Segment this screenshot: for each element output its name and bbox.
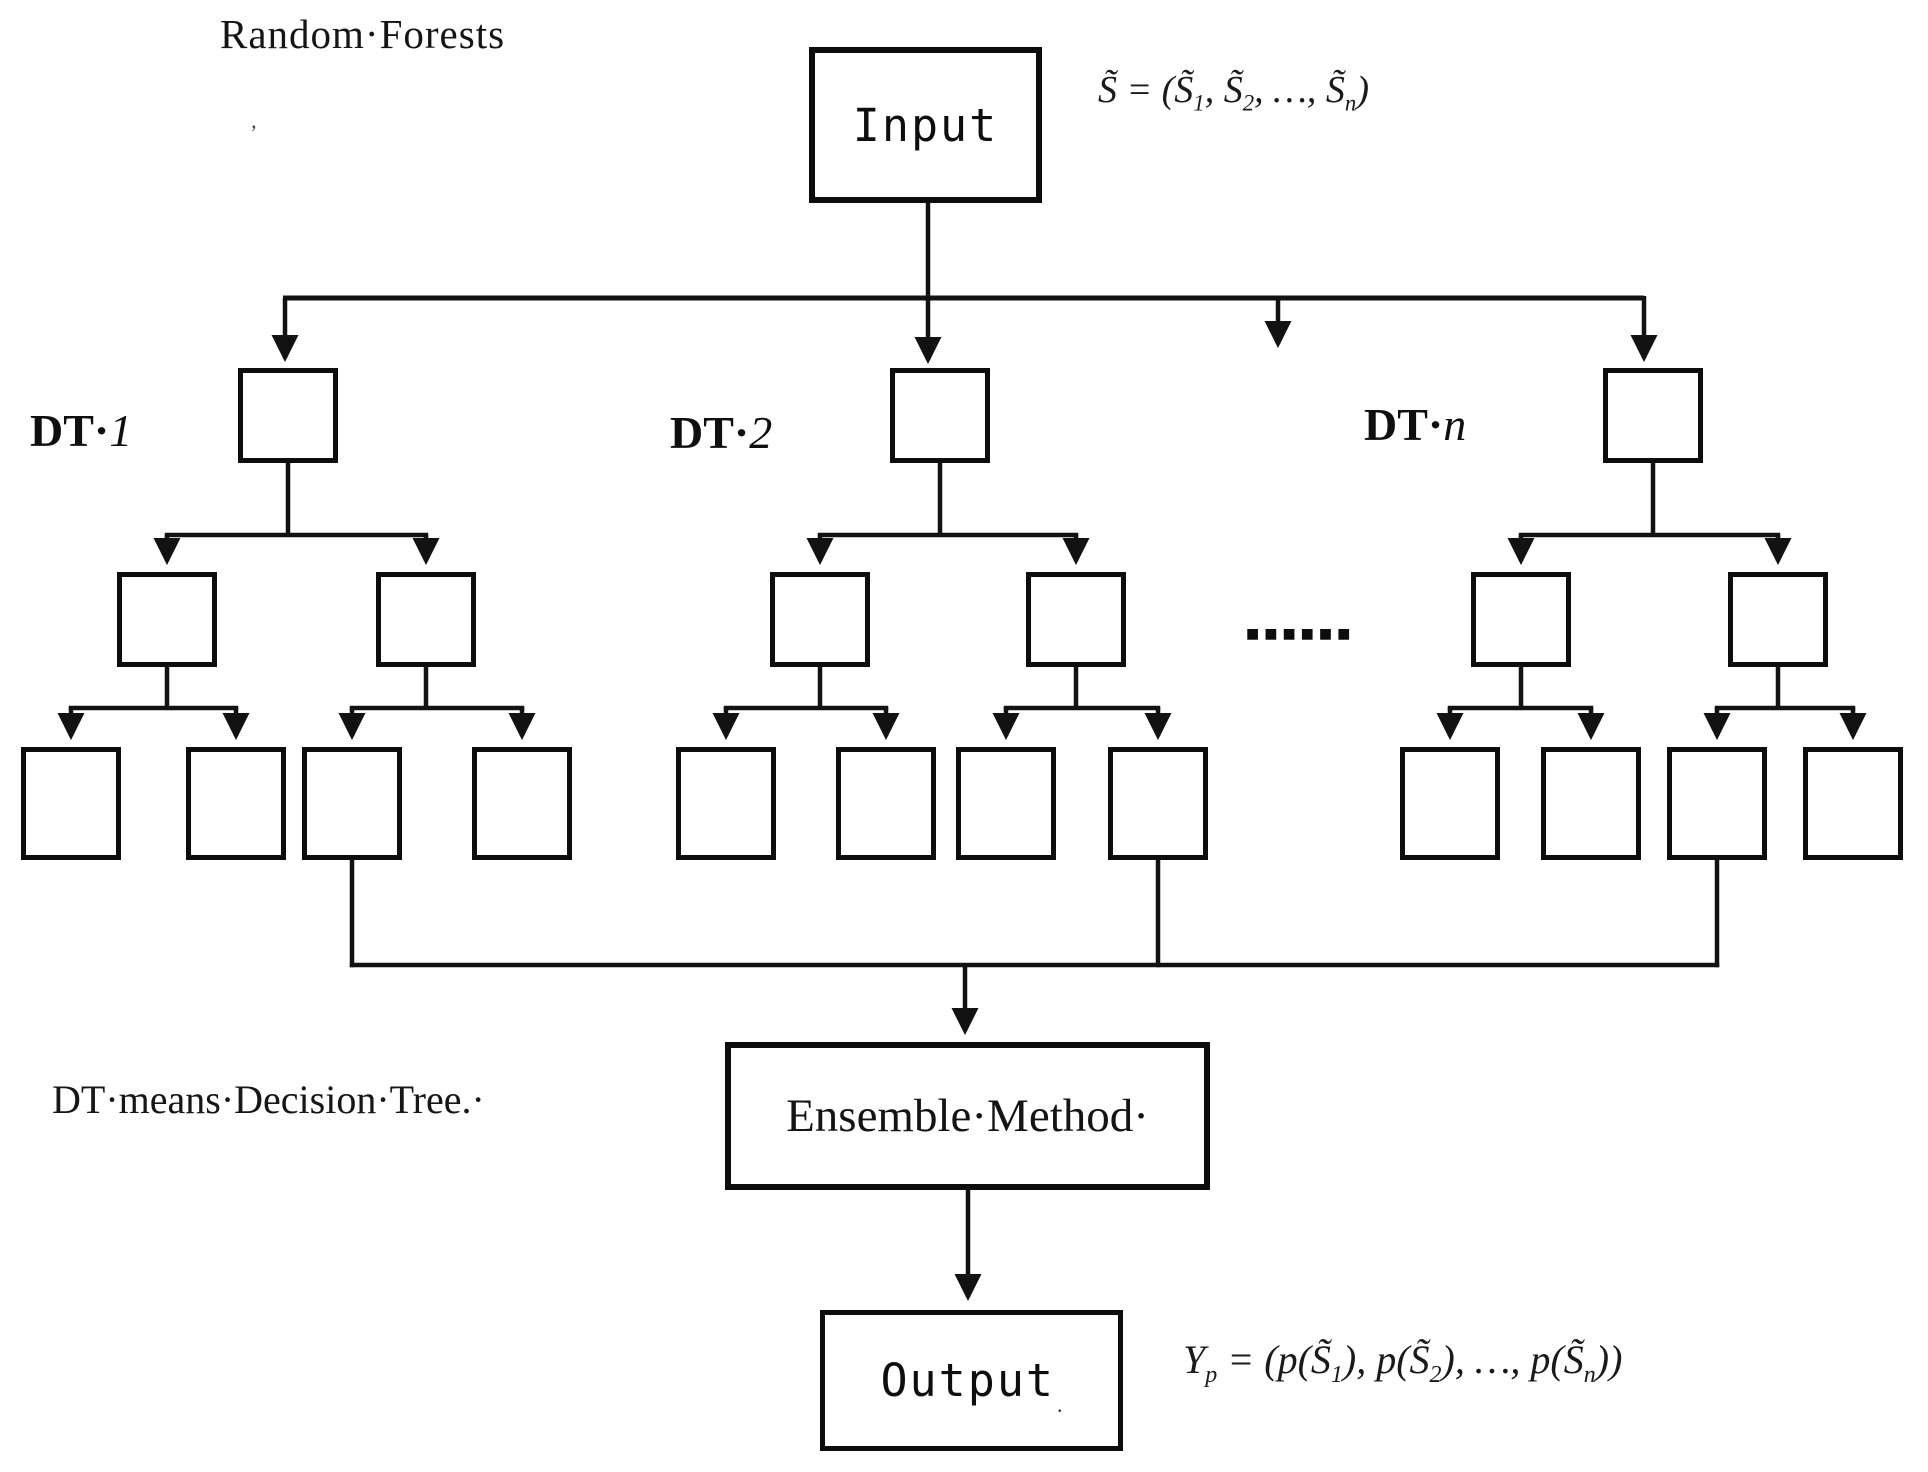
dtn-child-left-node bbox=[1471, 572, 1571, 667]
legend-note: DT·means·Decision·Tree.· bbox=[52, 1077, 485, 1122]
stray-mark: ’ bbox=[250, 120, 258, 145]
input-box-label: Input bbox=[852, 98, 999, 152]
dtn-label-index: n bbox=[1443, 399, 1467, 450]
output-box: Output . bbox=[820, 1310, 1123, 1451]
page-title: Random·Forests bbox=[220, 11, 506, 57]
dt1-leaf-1-node bbox=[21, 747, 121, 860]
dt2-child-right-node bbox=[1026, 572, 1126, 667]
dt1-label: DT·1 bbox=[30, 404, 132, 457]
dt2-child-left-node bbox=[770, 572, 870, 667]
dtn-leaf-4-node bbox=[1803, 747, 1903, 860]
collector-lines bbox=[349, 860, 1720, 1036]
dt1-root-node bbox=[238, 368, 338, 463]
dtn-leaf-3-node bbox=[1667, 747, 1767, 860]
dtn-leaf-2-node bbox=[1541, 747, 1641, 860]
dt2-leaf-4-node bbox=[1108, 747, 1208, 860]
dt2-label: DT·2 bbox=[670, 406, 772, 459]
dtn-root-node bbox=[1603, 368, 1703, 463]
ensemble-method-box: Ensemble·Method· bbox=[725, 1042, 1210, 1190]
output-set-formula: Yp = (p(S̃1), p(S̃2), …, p(S̃n)) bbox=[1183, 1337, 1623, 1388]
dtn-label: DT·n bbox=[1364, 398, 1466, 451]
dt1-leaf-2-node bbox=[186, 747, 286, 860]
input-set-formula: S̃ = (S̃1, S̃2, …, S̃n) bbox=[1098, 69, 1369, 116]
dt2-label-index: 2 bbox=[749, 407, 773, 458]
dt1-child-left-node bbox=[117, 572, 217, 667]
ensemble-method-label: Ensemble·Method· bbox=[786, 1090, 1149, 1142]
dt2-label-prefix: DT· bbox=[670, 407, 750, 458]
input-box: Input bbox=[809, 47, 1042, 203]
dtn-child-right-node bbox=[1728, 572, 1828, 667]
dtn-label-prefix: DT· bbox=[1364, 399, 1444, 450]
dt2-leaf-1-node bbox=[676, 747, 776, 860]
output-trailing-dot: . bbox=[1057, 1392, 1063, 1417]
output-box-label: Output bbox=[880, 1354, 1056, 1407]
dt2-leaf-3-node bbox=[956, 747, 1056, 860]
dt2-leaf-2-node bbox=[836, 747, 936, 860]
dt2-branches bbox=[712, 463, 1172, 741]
dt1-leaf-3-node bbox=[302, 747, 402, 860]
dt1-label-index: 1 bbox=[109, 405, 133, 456]
dtn-branches bbox=[1436, 463, 1867, 741]
dtn-leaf-1-node bbox=[1400, 747, 1500, 860]
dt1-leaf-4-node bbox=[472, 747, 572, 860]
ellipsis-dots: ■■■■■■ bbox=[1246, 626, 1356, 642]
distribution-rail bbox=[271, 295, 1658, 363]
dt2-root-node bbox=[890, 368, 990, 463]
dt1-label-prefix: DT· bbox=[30, 405, 110, 456]
dt1-child-right-node bbox=[376, 572, 476, 667]
dt1-branches bbox=[57, 463, 536, 741]
